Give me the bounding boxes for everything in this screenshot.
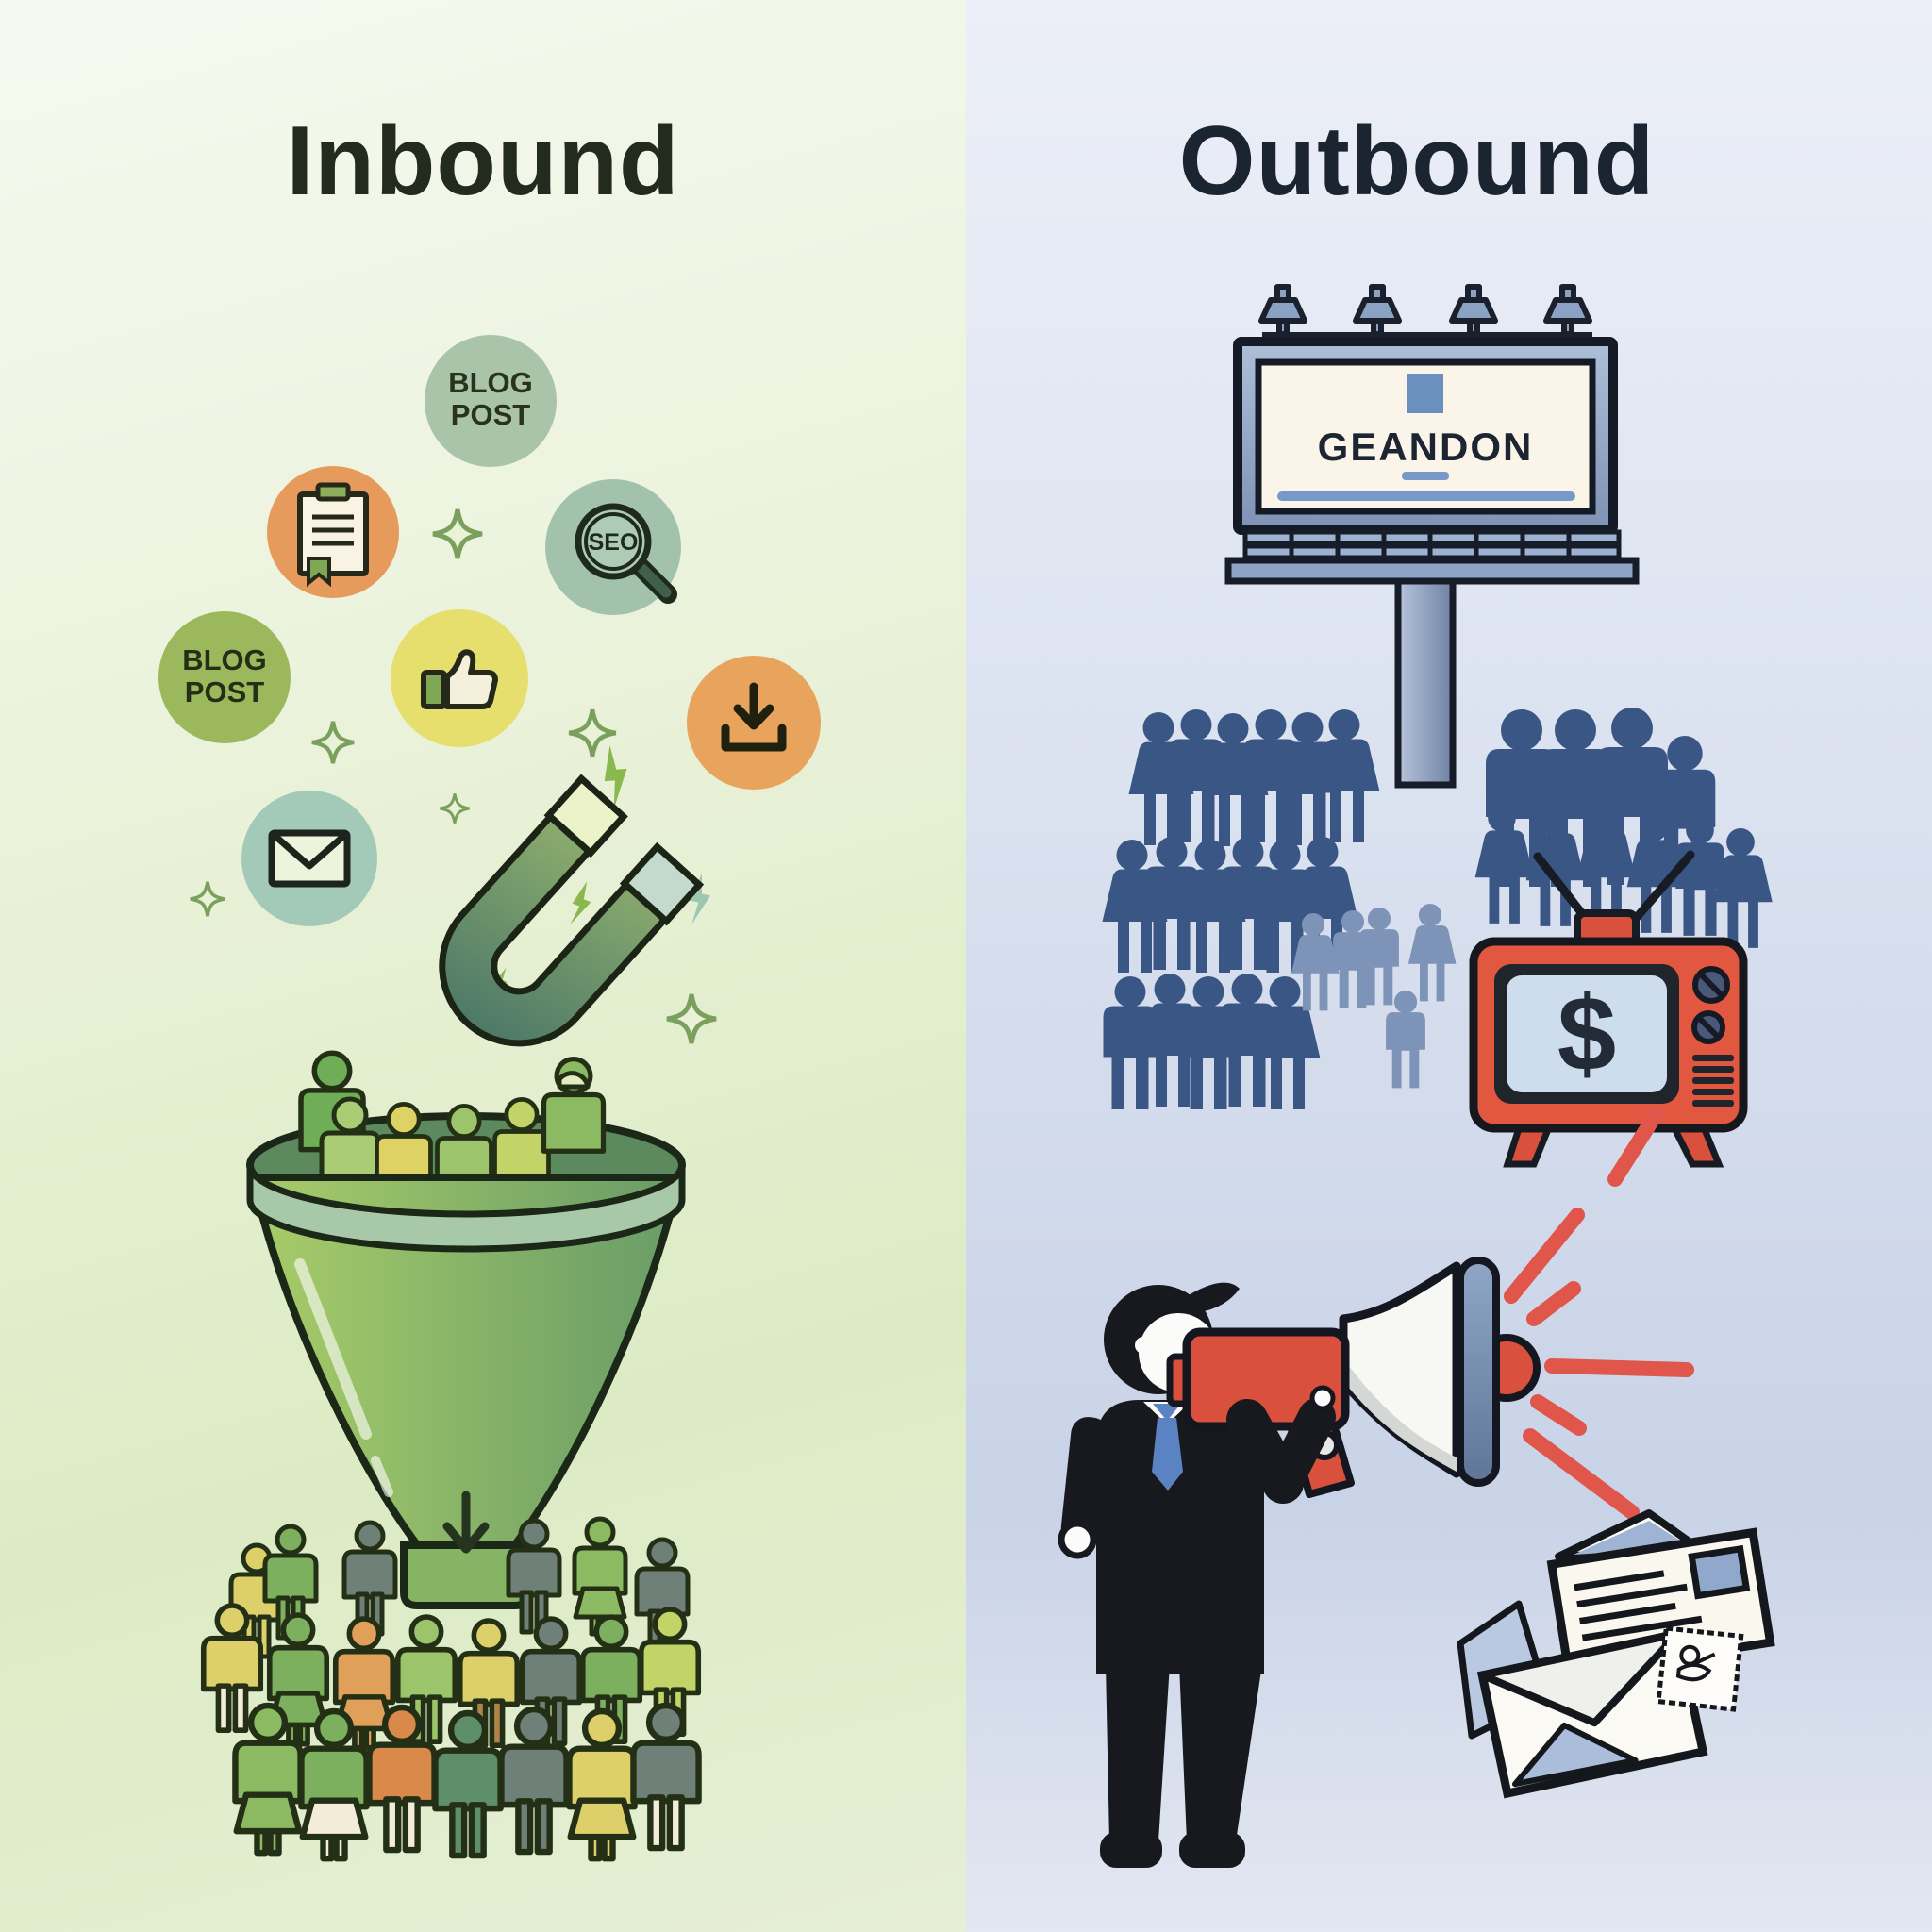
dollar-symbol: $ [1557, 974, 1616, 1092]
funnel-highlight [371, 1456, 393, 1497]
sound-burst-lines [1504, 1106, 1694, 1520]
tv-knob-slot [1699, 973, 1724, 997]
tie-knot [1153, 1404, 1181, 1421]
sound-line [1607, 1106, 1664, 1187]
tv-knob-slot [1697, 1016, 1720, 1039]
thumb [1309, 1385, 1336, 1411]
person-silhouette [1675, 816, 1724, 936]
person-silhouette [1386, 991, 1425, 1089]
person-figure [633, 1706, 698, 1848]
blog-post-badge-left: BLOG POST [158, 611, 291, 743]
tv-ad-icon: $ [1469, 850, 1748, 1168]
left-hand [1058, 1520, 1097, 1559]
billboard-lamp-icon [1543, 284, 1592, 337]
sound-line [1504, 1208, 1585, 1304]
funnel-rim-band [246, 1164, 686, 1253]
billboard-logo-square [1407, 374, 1443, 413]
outbound-illustration: GEANDON [1058, 284, 1775, 1868]
billboard-lamp-icon [1353, 284, 1402, 337]
sparkle-icon [667, 994, 716, 1043]
sparkle-icon [569, 709, 615, 756]
tie-blade [1152, 1418, 1183, 1491]
left-shoe [1100, 1832, 1162, 1868]
download-icon [687, 656, 821, 790]
billboard-lamp-icon [1449, 284, 1498, 337]
person-figure [495, 1099, 549, 1182]
sound-line [1530, 1394, 1587, 1436]
sparkle-icon [312, 722, 354, 763]
funnel-people [301, 1053, 604, 1189]
megaphone-rim [1457, 1257, 1500, 1487]
blog-post-left-line1: BLOG [182, 643, 267, 676]
funnel-highlight [294, 1258, 372, 1440]
billboard-lamps [1258, 284, 1592, 337]
sparkle-icon [438, 791, 472, 825]
blog-post-left-line2: POST [185, 675, 264, 708]
blog-post-top-line1: BLOG [448, 366, 533, 399]
seo-magnifier-icon: SEO [545, 479, 681, 615]
billboard-catwalk [1224, 529, 1640, 585]
right-shoe [1179, 1832, 1245, 1868]
postcard-stamp-area [1688, 1544, 1751, 1600]
tv-vents [1692, 1055, 1734, 1107]
businessman-body [1060, 1400, 1264, 1868]
outbound-title: Outbound [1178, 107, 1656, 216]
sound-line [1544, 1358, 1694, 1377]
billboard-icon: GEANDON [1224, 284, 1640, 789]
sound-line [1526, 1281, 1581, 1326]
person-silhouette [1474, 804, 1534, 924]
billboard-lamp-icon [1258, 284, 1307, 337]
person-silhouette [1407, 904, 1457, 1002]
inbound-title: Inbound [286, 107, 680, 216]
hair-detail [557, 1071, 591, 1090]
tv-screen [1507, 975, 1667, 1092]
billboard-underline-long [1277, 491, 1575, 501]
down-arrow-icon [442, 1491, 490, 1554]
billboard-underline-short [1402, 472, 1449, 480]
inbound-illustration: BLOG POST SEO BLOG POST [158, 335, 821, 1932]
seo-label: SEO [589, 529, 639, 556]
sparkle-icon [433, 509, 482, 558]
magnet-icon [439, 774, 705, 1047]
businessman-figure [1058, 1257, 1541, 1868]
right-leg [1179, 1664, 1262, 1841]
direct-mail-envelopes [1457, 1509, 1775, 1799]
blog-post-badge-top: BLOG POST [425, 335, 557, 467]
billboard-pole [1394, 577, 1457, 789]
thumbs-up-icon [391, 609, 528, 747]
email-envelope-icon [242, 791, 377, 926]
tie [1152, 1404, 1183, 1491]
left-leg [1106, 1664, 1170, 1841]
megaphone-horn [1339, 1261, 1461, 1478]
ear [1135, 1337, 1152, 1354]
certificate-document-icon [267, 466, 399, 598]
hair-quiff [1187, 1282, 1240, 1313]
postage-stamp-icon [1656, 1625, 1744, 1712]
right-forearm [1264, 1398, 1336, 1502]
front-envelope [1476, 1628, 1708, 1799]
sparkle-icon [189, 880, 226, 918]
blog-post-top-line2: POST [451, 398, 530, 431]
sound-line [1523, 1428, 1640, 1520]
lead-funnel-icon [246, 1053, 686, 1609]
suit-torso [1096, 1400, 1264, 1674]
megaphone-horn-shade [1343, 1358, 1457, 1472]
billboard-brand-text: GEANDON [1318, 425, 1534, 469]
